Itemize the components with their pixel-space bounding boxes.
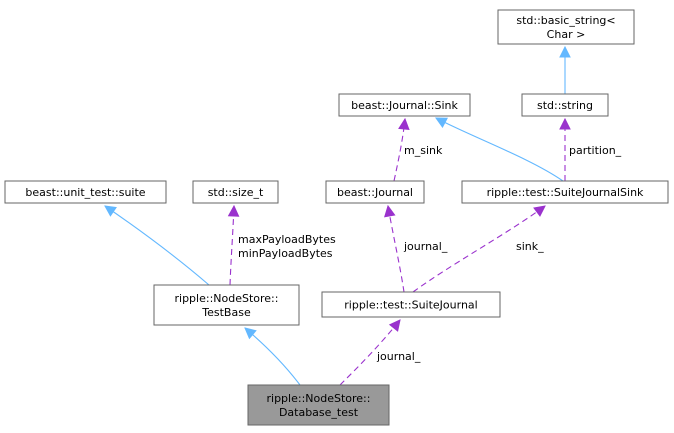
class-node-box (521, 93, 609, 117)
class-node-size-t[interactable]: std::size_t (192, 180, 279, 204)
member-edge-testbase-to-size_t (230, 206, 234, 286)
class-node-box (461, 180, 669, 204)
edge-label: journal_ (376, 350, 421, 363)
class-node-string[interactable]: std::string (521, 93, 609, 117)
class-node-label: std::string (537, 99, 593, 112)
class-node-label: beast::unit_test::suite (25, 186, 145, 199)
class-node-label: Char > (547, 28, 586, 41)
class-node-basic-string[interactable]: std::basic_string<Char > (497, 9, 635, 45)
class-node-label: Database_test (279, 406, 359, 419)
member-edge-journal-to-sink (393, 119, 405, 182)
class-node-suite-journal[interactable]: ripple::test::SuiteJournal (321, 291, 501, 318)
edge-label: minPayloadBytes (238, 247, 333, 260)
edge-label: journal_ (403, 240, 448, 253)
class-node-box (4, 180, 167, 204)
member-edge-database_test-to-suitejournal (339, 320, 400, 386)
class-node-label: ripple::NodeStore:: (175, 292, 279, 305)
class-node-label: ripple::test::SuiteJournal (344, 299, 477, 312)
inheritance-edge-suitejournalsink-to-sink (436, 118, 564, 182)
class-node-journal-sink[interactable]: beast::Journal::Sink (338, 93, 471, 117)
class-node-label: std::basic_string< (516, 14, 615, 27)
class-node-database-test[interactable]: ripple::NodeStore::Database_test (247, 384, 390, 426)
class-node-journal[interactable]: beast::Journal (325, 180, 425, 204)
edge-label: partition_ (569, 144, 622, 157)
inheritance-edge-testbase-to-suite (105, 206, 210, 286)
class-node-box (321, 291, 501, 318)
class-node-label: std::size_t (208, 186, 264, 199)
class-node-box (338, 93, 471, 117)
class-node-label: beast::Journal (337, 186, 413, 199)
edge-label: sink_ (516, 240, 544, 253)
edge-label: maxPayloadBytes (238, 233, 336, 246)
member-edge-suitejournal-to-suitejournalsink (412, 206, 545, 293)
class-node-box (153, 284, 300, 326)
class-node-suite-journal-sink[interactable]: ripple::test::SuiteJournalSink (461, 180, 669, 204)
class-node-label: ripple::test::SuiteJournalSink (487, 186, 644, 199)
inheritance-edge-database_test-to-testbase (245, 328, 301, 386)
class-node-label: TestBase (201, 306, 251, 319)
class-node-box (497, 9, 635, 45)
class-node-box (192, 180, 279, 204)
class-node-box (325, 180, 425, 204)
edge-label: m_sink (404, 144, 443, 157)
member-edge-suitejournal-to-journal (388, 206, 405, 293)
class-node-nodestore-testbase[interactable]: ripple::NodeStore::TestBase (153, 284, 300, 326)
class-node-label: ripple::NodeStore:: (267, 392, 371, 405)
class-node-label: beast::Journal::Sink (351, 99, 458, 112)
class-node-unit-test-suite[interactable]: beast::unit_test::suite (4, 180, 167, 204)
class-node-box (247, 384, 390, 426)
